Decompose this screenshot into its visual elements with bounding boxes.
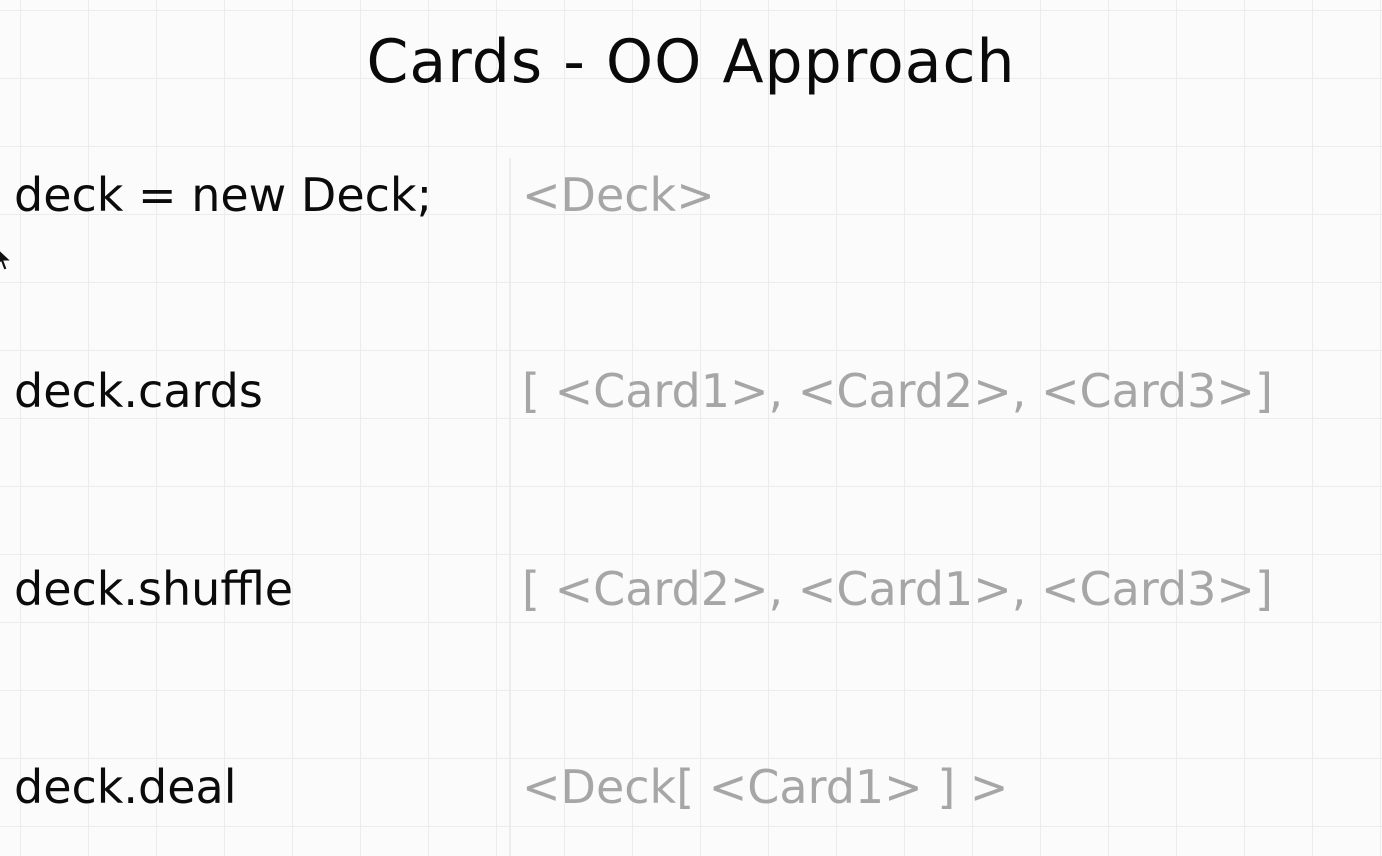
code-deck-shuffle: deck.shuffle bbox=[14, 562, 294, 616]
column-divider bbox=[509, 158, 511, 856]
page-title: Cards - OO Approach bbox=[366, 27, 1016, 97]
value-deck-shuffle: [ <Card2>, <Card1>, <Card3>] bbox=[522, 562, 1273, 616]
value-deck-cards: [ <Card1>, <Card2>, <Card3>] bbox=[522, 364, 1273, 418]
value-new-deck: <Deck> bbox=[522, 168, 715, 222]
mouse-pointer-icon bbox=[0, 246, 13, 276]
code-new-deck: deck = new Deck; bbox=[14, 168, 433, 222]
row-deck-cards: deck.cards [ <Card1>, <Card2>, <Card3>] bbox=[0, 356, 1382, 426]
code-deck-cards: deck.cards bbox=[14, 364, 263, 418]
row-deck-shuffle: deck.shuffle [ <Card2>, <Card1>, <Card3>… bbox=[0, 554, 1382, 624]
value-deck-deal: <Deck[ <Card1> ] > bbox=[522, 760, 1009, 814]
row-deck-deal: deck.deal <Deck[ <Card1> ] > bbox=[0, 752, 1382, 822]
row-new-deck: deck = new Deck; <Deck> bbox=[0, 160, 1382, 230]
code-deck-deal: deck.deal bbox=[14, 760, 237, 814]
